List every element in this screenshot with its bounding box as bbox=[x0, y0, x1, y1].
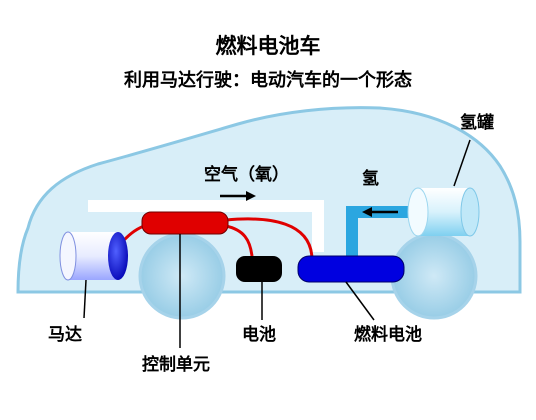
tank-pointer bbox=[453, 139, 471, 187]
rear-right-wheel bbox=[390, 232, 478, 320]
front-left-wheel bbox=[138, 232, 226, 320]
air-oxygen-label: 空气（氧） bbox=[204, 164, 289, 185]
battery-wire bbox=[225, 224, 254, 257]
battery-label: 电池 bbox=[242, 324, 276, 345]
diagram-subtitle: 利用马达行驶：电动汽车的一个形态 bbox=[124, 70, 412, 91]
diagram-title: 燃料电池车 bbox=[215, 34, 321, 58]
motor-pointer bbox=[83, 279, 87, 319]
motor-label: 马达 bbox=[48, 324, 82, 345]
control-unit bbox=[141, 211, 229, 235]
hydrogen-label: 氢 bbox=[362, 168, 379, 189]
hydrogen-tank bbox=[407, 187, 480, 237]
hydrogen-tank-label: 氢罐 bbox=[460, 112, 494, 133]
motor-cylinder bbox=[59, 231, 128, 281]
fuel-cell-pointer bbox=[345, 281, 375, 321]
fuel-cell-label: 燃料电池 bbox=[354, 324, 422, 345]
battery bbox=[236, 256, 282, 282]
fuel-cell-wire bbox=[225, 217, 314, 261]
air-channel bbox=[88, 200, 324, 252]
car-body bbox=[16, 106, 522, 294]
fuel-cell bbox=[297, 255, 405, 283]
control-unit-label: 控制单元 bbox=[142, 354, 210, 375]
air-arrow bbox=[220, 191, 256, 201]
hydrogen-arrow bbox=[362, 207, 398, 217]
